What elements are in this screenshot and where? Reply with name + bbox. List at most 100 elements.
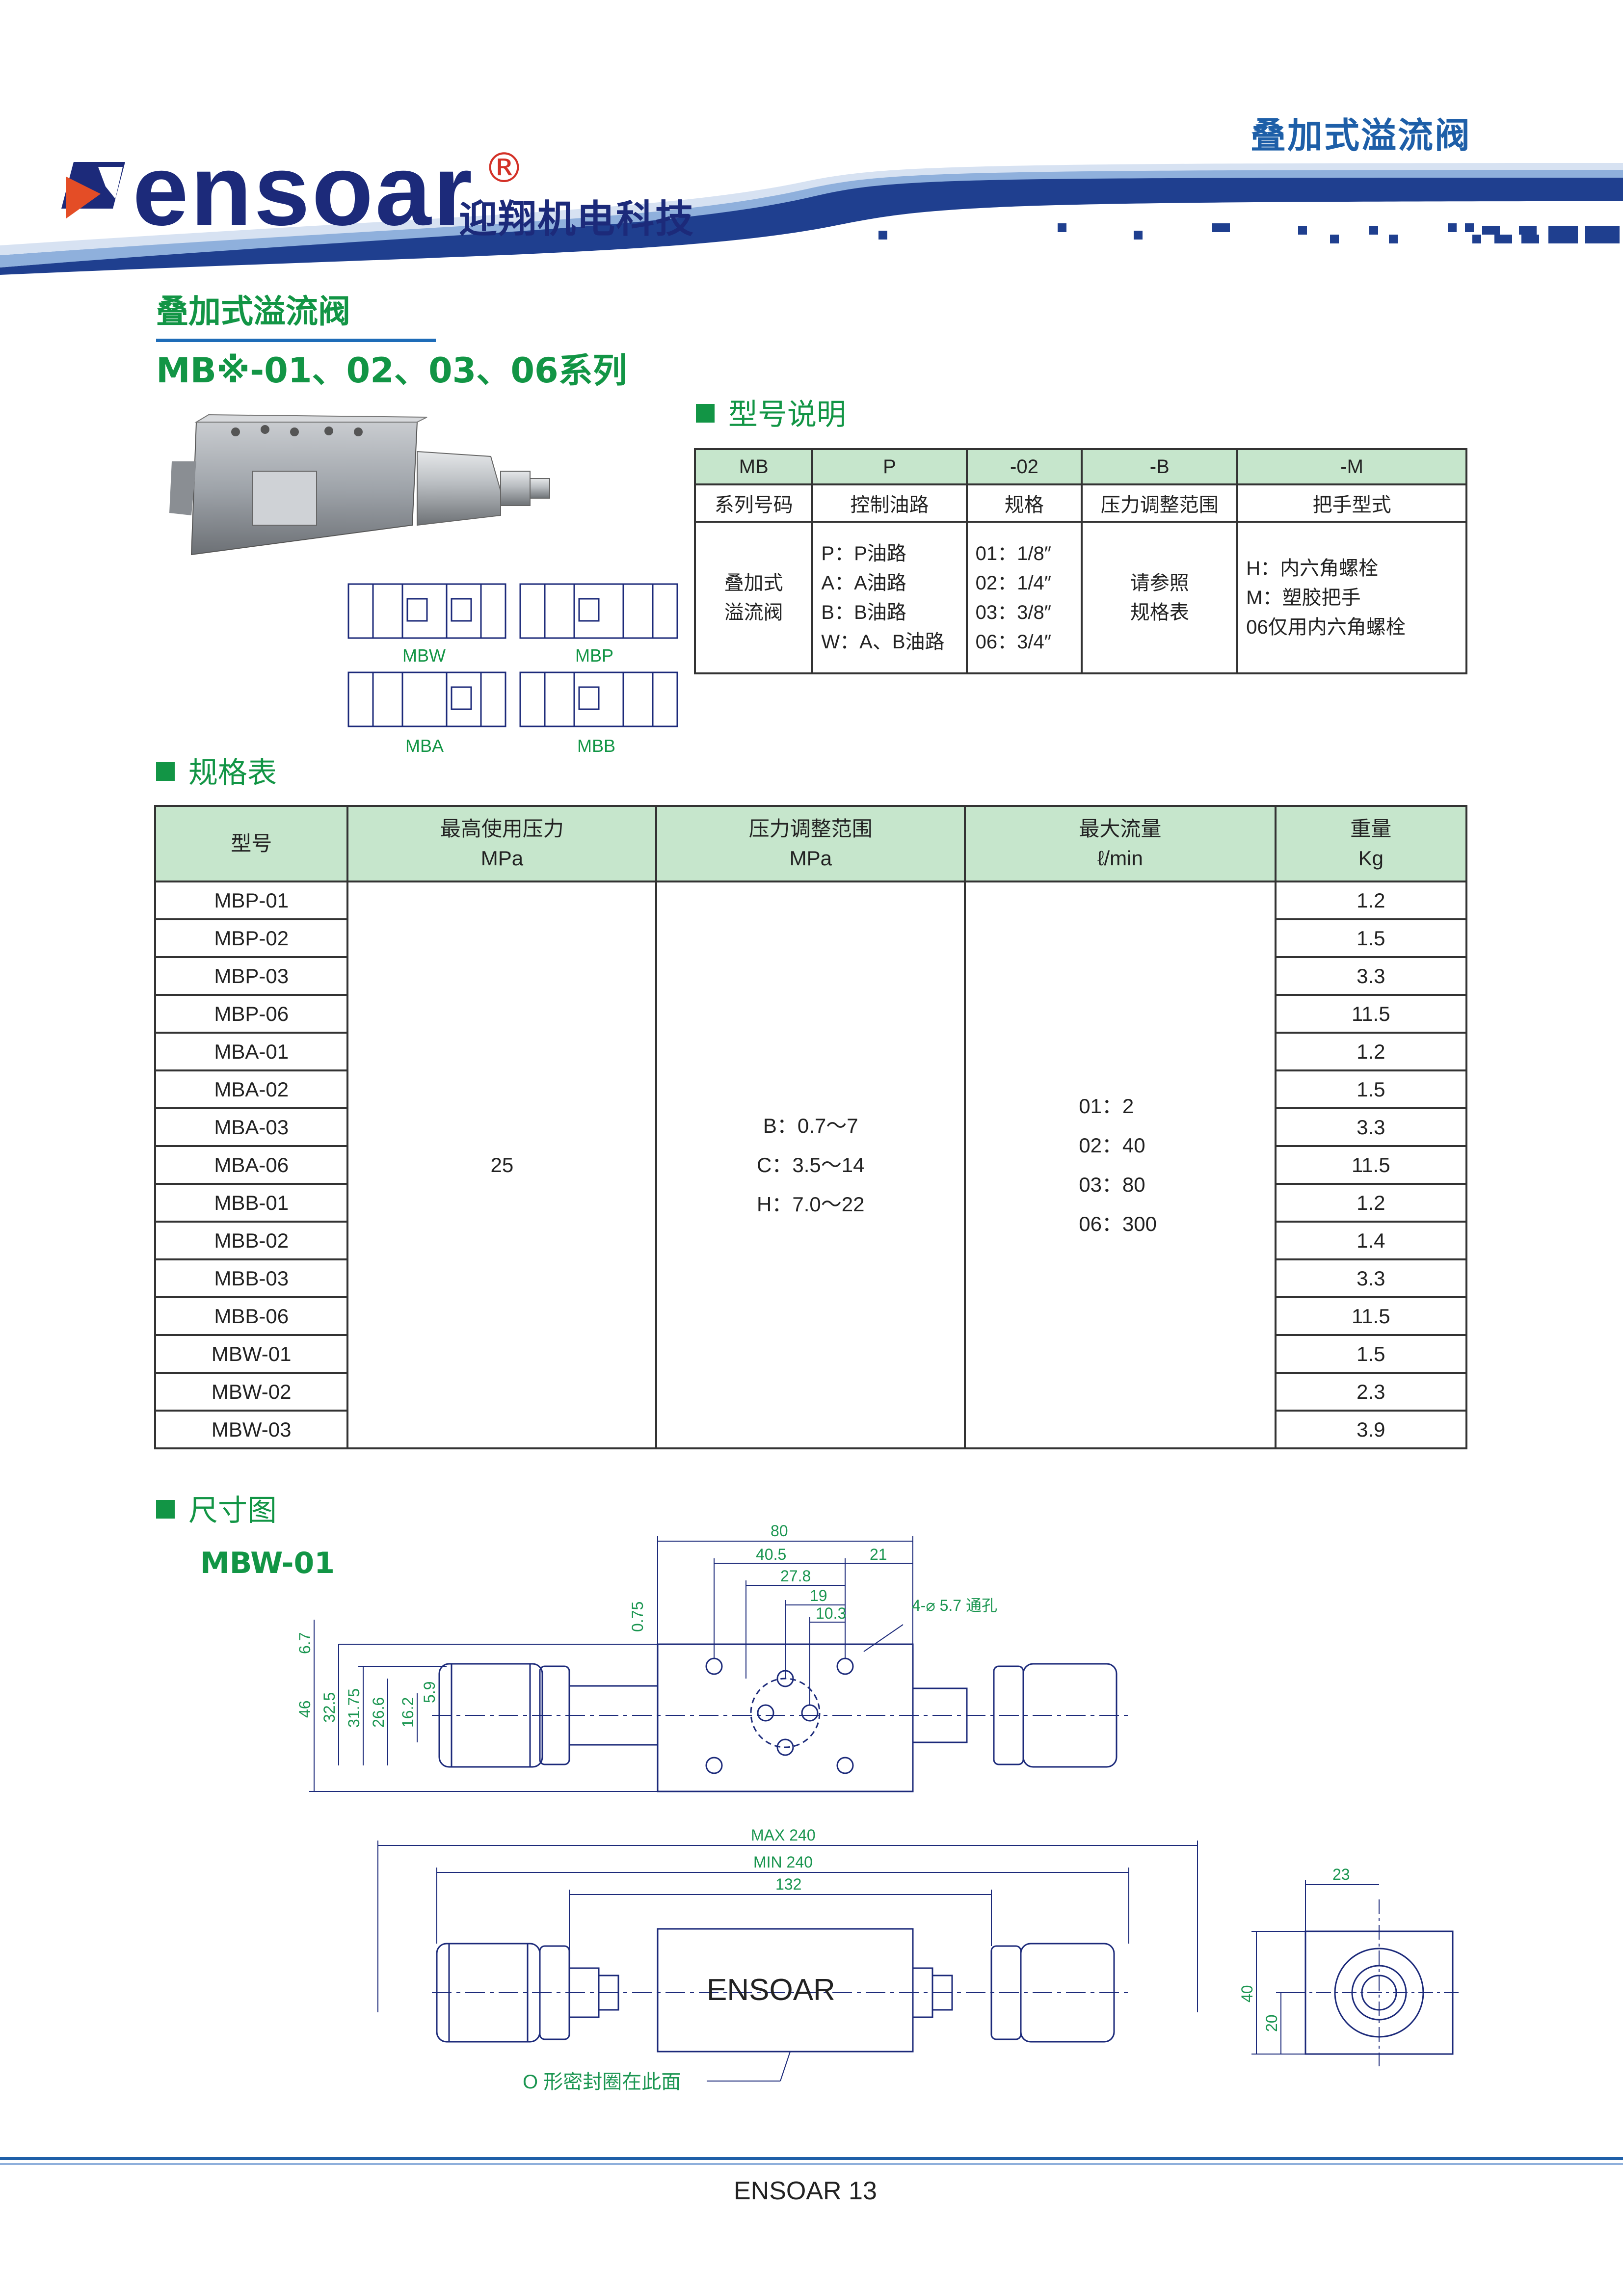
model-cell: MBW-01 [154,1334,349,1374]
model-cell: MBA-03 [154,1107,349,1147]
weight-cell: 1.2 [1274,1183,1468,1223]
weight-cell: 11.5 [1274,994,1468,1034]
brand-logo: ensoar [133,134,475,246]
weight-cell: 2.3 [1274,1372,1468,1412]
weight-cell: 1.2 [1274,881,1468,920]
model-cell: MBW-03 [154,1410,349,1449]
code-handle: -M [1236,448,1467,485]
max-pressure-cell: 25 [346,881,658,1449]
symbol-caption-mbw: MBW [402,645,446,666]
dim-min-240: MIN 240 [753,1853,813,1871]
footer-line-bottom [0,2163,1623,2165]
dim-32-5: 32.5 [320,1692,338,1723]
page-footer: ENSOAR 13 [734,2177,877,2205]
registered-mark: ® [483,144,525,192]
section-spec: 规格表 [156,758,277,788]
dim-40-5: 40.5 [756,1546,786,1563]
dim-5-9: 5.9 [421,1682,438,1703]
weight-cell: 1.2 [1274,1032,1468,1071]
symbol-caption-mba: MBA [405,736,444,756]
weight-cell: 1.5 [1274,918,1468,958]
model-cell: MBB-02 [154,1221,349,1260]
company-name: 迎翔机电科技 [459,197,695,241]
model-cell: MBP-06 [154,994,349,1034]
weight-cell: 1.5 [1274,1334,1468,1374]
model-cell: MBB-01 [154,1183,349,1223]
model-cell: MBB-03 [154,1258,349,1298]
model-cell: MBP-03 [154,956,349,996]
dim-46: 46 [296,1700,314,1718]
label-series: 系列号码 [693,483,814,523]
dim-27-8: 27.8 [780,1567,811,1585]
hole-note: 4-⌀ 5.7 通孔 [912,1597,997,1614]
code-size: -02 [965,448,1083,485]
top-view-drawing: 80 40.5 21 27.8 19 10.3 4-⌀ 5.7 通孔 0.75 … [296,1522,1129,1792]
product-title: 叠加式溢流阀 [156,293,350,330]
section-marker-icon [696,404,715,423]
model-cell: MBP-02 [154,918,349,958]
header-banner [0,162,1623,275]
header-model: 型号 [154,805,349,882]
model-cell: MBA-01 [154,1032,349,1071]
dim-10-3: 10.3 [816,1604,846,1622]
model-cell: MBW-02 [154,1372,349,1412]
weight-cell: 3.3 [1274,956,1468,996]
weight-cell: 11.5 [1274,1145,1468,1185]
dim-16-2: 16.2 [399,1697,417,1728]
desc-size: 01：1/8″02：1/4″03：3/8″06：3/4″ [965,521,1083,674]
dim-19: 19 [810,1587,827,1604]
dim-132: 132 [775,1875,801,1893]
weight-cell: 3.3 [1274,1107,1468,1147]
label-range: 压力调整范围 [1081,483,1239,523]
desc-series: 叠加式溢流阀 [693,521,814,674]
hydraulic-symbols [347,583,678,727]
weight-cell: 1.4 [1274,1221,1468,1260]
weight-cell: 1.5 [1274,1069,1468,1109]
label-size: 规格 [965,483,1083,523]
dim-6-7: 6.7 [296,1632,314,1654]
dim-23: 23 [1332,1866,1350,1883]
desc-range: 请参照规格表 [1081,521,1239,674]
dim-20: 20 [1263,2014,1280,2032]
section-marker-icon [156,1500,175,1519]
dim-26-6: 26.6 [370,1697,387,1728]
weight-cell: 3.9 [1274,1410,1468,1449]
code-range: -B [1081,448,1239,485]
body-label: ENSOAR [707,1973,835,2007]
symbol-caption-mbp: MBP [575,645,614,666]
dim-31-75: 31.75 [345,1688,363,1728]
section-dimensions: 尺寸图 [156,1496,277,1525]
product-photo [169,414,550,556]
footer-line-top [0,2157,1623,2160]
code-circuit: P [811,448,968,485]
dim-80: 80 [771,1522,788,1540]
section-model-desc: 型号说明 [696,400,846,429]
weight-cell: 3.3 [1274,1258,1468,1298]
model-code-table: MB P -02 -B -M 系列号码 控制油路 规格 压力调整范围 把手型式 … [693,448,1467,674]
series-title: MB※-01、02、03、06系列 [156,350,627,391]
front-view-drawing: MAX 240 MIN 240 132 O 形密封圈在此面 ENSOAR [377,1826,1198,2093]
oring-note: O 形密封圈在此面 [523,2071,681,2093]
drawing-model: MBW-01 [200,1546,335,1580]
dim-0-75: 0.75 [629,1602,646,1632]
pixel-decoration [878,223,1620,243]
model-cell: MBA-06 [154,1145,349,1185]
model-cell: MBP-01 [154,881,349,920]
code-series: MB [693,448,814,485]
dim-max-240: MAX 240 [751,1826,816,1844]
section-marker-icon [156,762,175,781]
title-underline [156,339,436,342]
side-view-drawing: 23 40 20 [1238,1866,1463,2066]
symbol-caption-mbb: MBB [577,736,616,756]
dim-40: 40 [1238,1985,1256,2002]
model-cell: MBB-06 [154,1296,349,1336]
